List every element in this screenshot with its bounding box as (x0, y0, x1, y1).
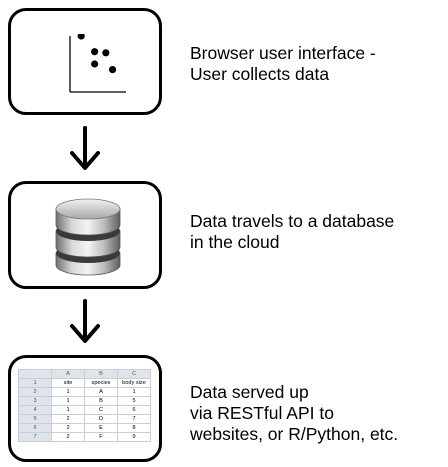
header-cell: species (84, 378, 118, 388)
spreadsheet-corner-cell (18, 369, 52, 379)
step-label-line: Data served up (190, 382, 309, 402)
row-number: 1 (18, 378, 52, 388)
spreadsheet-column-letters: A B C (18, 369, 151, 379)
step-label-line: in the cloud (190, 232, 280, 252)
table-cell: 2 (51, 432, 85, 442)
table-cell: 7 (117, 414, 151, 424)
step-box-browser (8, 8, 162, 115)
table-cell: 2 (51, 423, 85, 433)
table-cell: 1 (51, 396, 85, 406)
table-cell: 8 (117, 423, 151, 433)
table-cell: 1 (51, 387, 85, 397)
column-letter: C (117, 369, 151, 379)
table-row: 5 2 D 7 (18, 414, 151, 424)
table-cell: C (84, 405, 118, 415)
step-label-database: Data travels to a database in the cloud (190, 211, 394, 253)
step-label-api: Data served up via RESTful API to websit… (190, 382, 398, 445)
header-cell: site (51, 378, 85, 388)
scatter-plot-icon (69, 34, 126, 93)
database-icon (55, 198, 121, 276)
table-cell: 1 (51, 405, 85, 415)
table-cell: 2 (51, 414, 85, 424)
table-row: 7 2 F 9 (18, 432, 151, 442)
column-letter: B (84, 369, 118, 379)
table-row: 3 1 B 5 (18, 396, 151, 406)
row-number: 7 (18, 432, 52, 442)
table-cell: B (84, 396, 118, 406)
scatter-point (91, 60, 99, 68)
scatter-point (108, 66, 117, 74)
spreadsheet-icon: A B C 1 site species body size 2 1 A 1 3… (18, 369, 151, 442)
scatter-point (102, 49, 110, 57)
table-row: 6 2 E 8 (18, 423, 151, 433)
step-box-database (8, 181, 162, 289)
down-arrow-icon (70, 299, 100, 343)
step-label-line: via RESTful API to (190, 403, 334, 423)
table-row: 4 1 C 6 (18, 405, 151, 415)
step-label-line: Data travels to a database (190, 211, 395, 231)
header-cell: body size (117, 378, 151, 388)
table-cell: E (84, 423, 118, 433)
table-cell: F (84, 432, 118, 442)
table-cell: 1 (117, 387, 151, 397)
step-label-line: Browser user interface - (190, 43, 376, 63)
table-cell: 9 (117, 432, 151, 442)
table-cell: D (84, 414, 118, 424)
row-number: 4 (18, 405, 52, 415)
down-arrow-icon (70, 126, 100, 170)
scatter-point (77, 34, 85, 40)
row-number: 2 (18, 387, 52, 397)
scatter-point (91, 48, 99, 56)
step-label-line: User collects data (190, 64, 330, 84)
column-letter: A (51, 369, 85, 379)
step-label-line: websites, or R/Python, etc. (190, 424, 399, 444)
spreadsheet-header-row: 1 site species body size (18, 378, 151, 388)
row-number: 5 (18, 414, 52, 424)
row-number: 6 (18, 423, 52, 433)
table-cell: A (84, 387, 118, 397)
row-number: 3 (18, 396, 52, 406)
step-box-spreadsheet: A B C 1 site species body size 2 1 A 1 3… (8, 355, 162, 462)
step-label-browser: Browser user interface - User collects d… (190, 43, 376, 85)
table-cell: 5 (117, 396, 151, 406)
table-row: 2 1 A 1 (18, 387, 151, 397)
spreadsheet-table: A B C 1 site species body size 2 1 A 1 3… (18, 369, 151, 442)
table-cell: 6 (117, 405, 151, 415)
